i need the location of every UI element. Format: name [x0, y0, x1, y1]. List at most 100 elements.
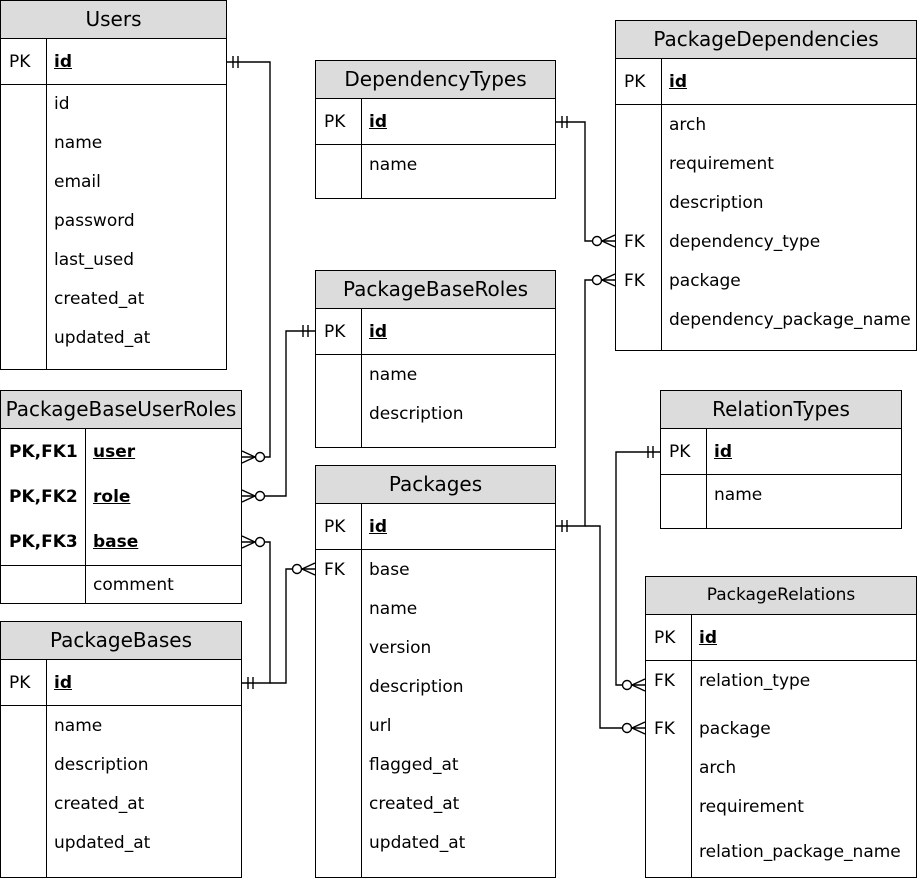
entity-package-base-user-roles: PackageBaseUserRoles PK,FK1 user PK,FK2 … — [0, 390, 242, 604]
pk-fk-label: PK,FK1 — [9, 442, 78, 462]
pk-row — [316, 309, 555, 355]
rel-packages-relations — [585, 525, 646, 735]
entity-title: Packages — [316, 466, 555, 504]
key-divider — [46, 39, 47, 369]
entity-packages: Packages PK id FK base name version desc… — [315, 465, 556, 878]
pk-row — [661, 429, 901, 475]
key-divider — [361, 309, 362, 447]
pk-field: role — [93, 487, 131, 507]
fk-label: FK — [654, 671, 675, 691]
field: name — [369, 365, 418, 385]
pk-field: id — [699, 628, 717, 648]
entity-title: DependencyTypes — [316, 61, 555, 99]
pk-field: base — [93, 532, 139, 552]
fk-label: FK — [624, 232, 645, 252]
field: description — [369, 677, 464, 697]
key-divider — [661, 59, 662, 350]
entity-package-relations: PackageRelations PK id FK relation_type … — [645, 576, 917, 878]
pk-label: PK — [654, 628, 676, 648]
field: created_at — [54, 794, 145, 814]
key-divider — [361, 504, 362, 877]
pk-row — [646, 615, 916, 661]
entity-relation-types: RelationTypes PK id name — [660, 390, 902, 529]
pk-field: id — [669, 72, 687, 92]
entity-title: PackageBases — [1, 622, 241, 660]
field: description — [669, 193, 764, 213]
key-divider — [85, 429, 86, 603]
field: arch — [699, 758, 737, 778]
entity-title: Users — [1, 1, 226, 39]
entity-users: Users PK id id name email password last_… — [0, 0, 227, 370]
field: updated_at — [369, 833, 466, 853]
field: comment — [93, 575, 174, 595]
pk-fk-label: PK,FK3 — [9, 532, 78, 552]
entity-package-dependencies: PackageDependencies PK id arch requireme… — [615, 20, 917, 351]
fk-label: FK — [324, 560, 345, 580]
field: updated_at — [54, 833, 151, 853]
fk-label: FK — [654, 719, 675, 739]
field: created_at — [54, 289, 145, 309]
entity-package-bases: PackageBases PK id name description crea… — [0, 621, 242, 878]
field: version — [369, 638, 432, 658]
rel-dep-types-dependencies — [556, 116, 616, 248]
pk-field: user — [93, 442, 136, 462]
pk-label: PK — [324, 517, 346, 537]
field: arch — [669, 115, 707, 135]
field: id — [54, 94, 70, 114]
pk-label: PK — [9, 673, 31, 693]
entity-title: RelationTypes — [661, 391, 901, 429]
field: package — [669, 271, 741, 291]
field: created_at — [369, 794, 460, 814]
field: email — [54, 172, 101, 192]
pk-row — [1, 39, 226, 85]
pk-label: PK — [9, 52, 31, 72]
field: name — [54, 716, 103, 736]
field: name — [54, 133, 103, 153]
pk-field: id — [54, 52, 72, 72]
pk-label: PK — [624, 72, 646, 92]
pk-row — [616, 59, 916, 105]
pk-field: id — [369, 322, 387, 342]
field: flagged_at — [369, 755, 459, 775]
rel-bases-user-roles — [241, 535, 271, 689]
field: description — [369, 404, 464, 424]
field: last_used — [54, 250, 135, 270]
key-section — [1, 429, 241, 566]
pk-field: id — [714, 442, 732, 462]
key-divider — [706, 429, 707, 528]
field: requirement — [669, 154, 774, 174]
pk-label: PK — [324, 112, 346, 132]
pk-label: PK — [669, 442, 691, 462]
fk-label: FK — [624, 271, 645, 291]
field: relation_type — [699, 671, 811, 691]
field: base — [369, 560, 410, 580]
rel-bases-packages — [270, 562, 316, 684]
rel-users-user-roles — [227, 56, 271, 464]
pk-field: id — [54, 673, 72, 693]
field: dependency_type — [669, 232, 821, 252]
field: name — [369, 155, 418, 175]
field: updated_at — [54, 328, 151, 348]
field: password — [54, 211, 135, 231]
pk-field: id — [369, 517, 387, 537]
key-divider — [691, 615, 692, 877]
pk-row — [1, 660, 241, 706]
entity-title: PackageBaseRoles — [316, 271, 555, 309]
pk-row — [316, 99, 555, 145]
key-divider — [361, 99, 362, 198]
field: package — [699, 719, 771, 739]
field: relation_package_name — [699, 842, 901, 862]
field: requirement — [699, 797, 804, 817]
pk-field: id — [369, 112, 387, 132]
entity-title: PackageDependencies — [616, 21, 916, 59]
entity-title: PackageBaseUserRoles — [1, 391, 241, 429]
field: url — [369, 716, 392, 736]
rel-packages-dependencies — [556, 273, 616, 532]
rel-relation-types-relations — [615, 446, 660, 692]
entity-dependency-types: DependencyTypes PK id name — [315, 60, 556, 199]
pk-fk-label: PK,FK2 — [9, 487, 78, 507]
entity-package-base-roles: PackageBaseRoles PK id name description — [315, 270, 556, 448]
field: name — [714, 485, 763, 505]
